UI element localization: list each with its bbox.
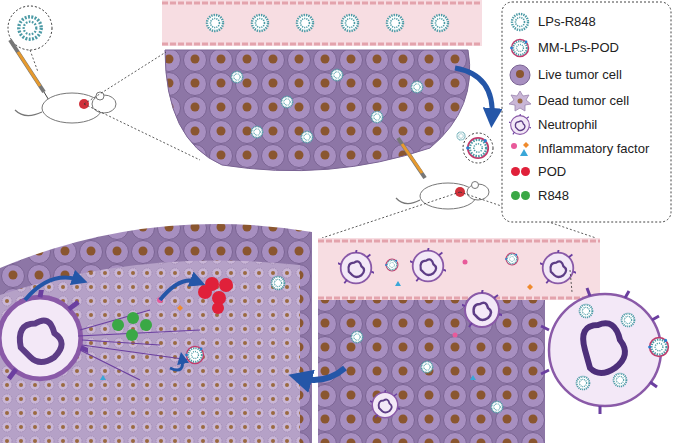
legend-label: Neutrophil: [538, 117, 597, 133]
legend-label: POD: [538, 164, 566, 180]
legend-label: R848: [538, 188, 569, 204]
legend-label: Live tumor cell: [538, 67, 622, 83]
legend-label: Dead tumor cell: [538, 93, 629, 109]
legend-swatch-dot: [521, 167, 530, 176]
legend-swatch: [511, 167, 520, 176]
legend-swatch-dot: [521, 191, 530, 200]
legend-label: Inflammatory factor: [538, 141, 649, 157]
legend-swatch: [511, 191, 520, 200]
legend-label: MM-LPs-POD: [538, 40, 619, 56]
legend-label: LPs-R848: [538, 14, 596, 30]
